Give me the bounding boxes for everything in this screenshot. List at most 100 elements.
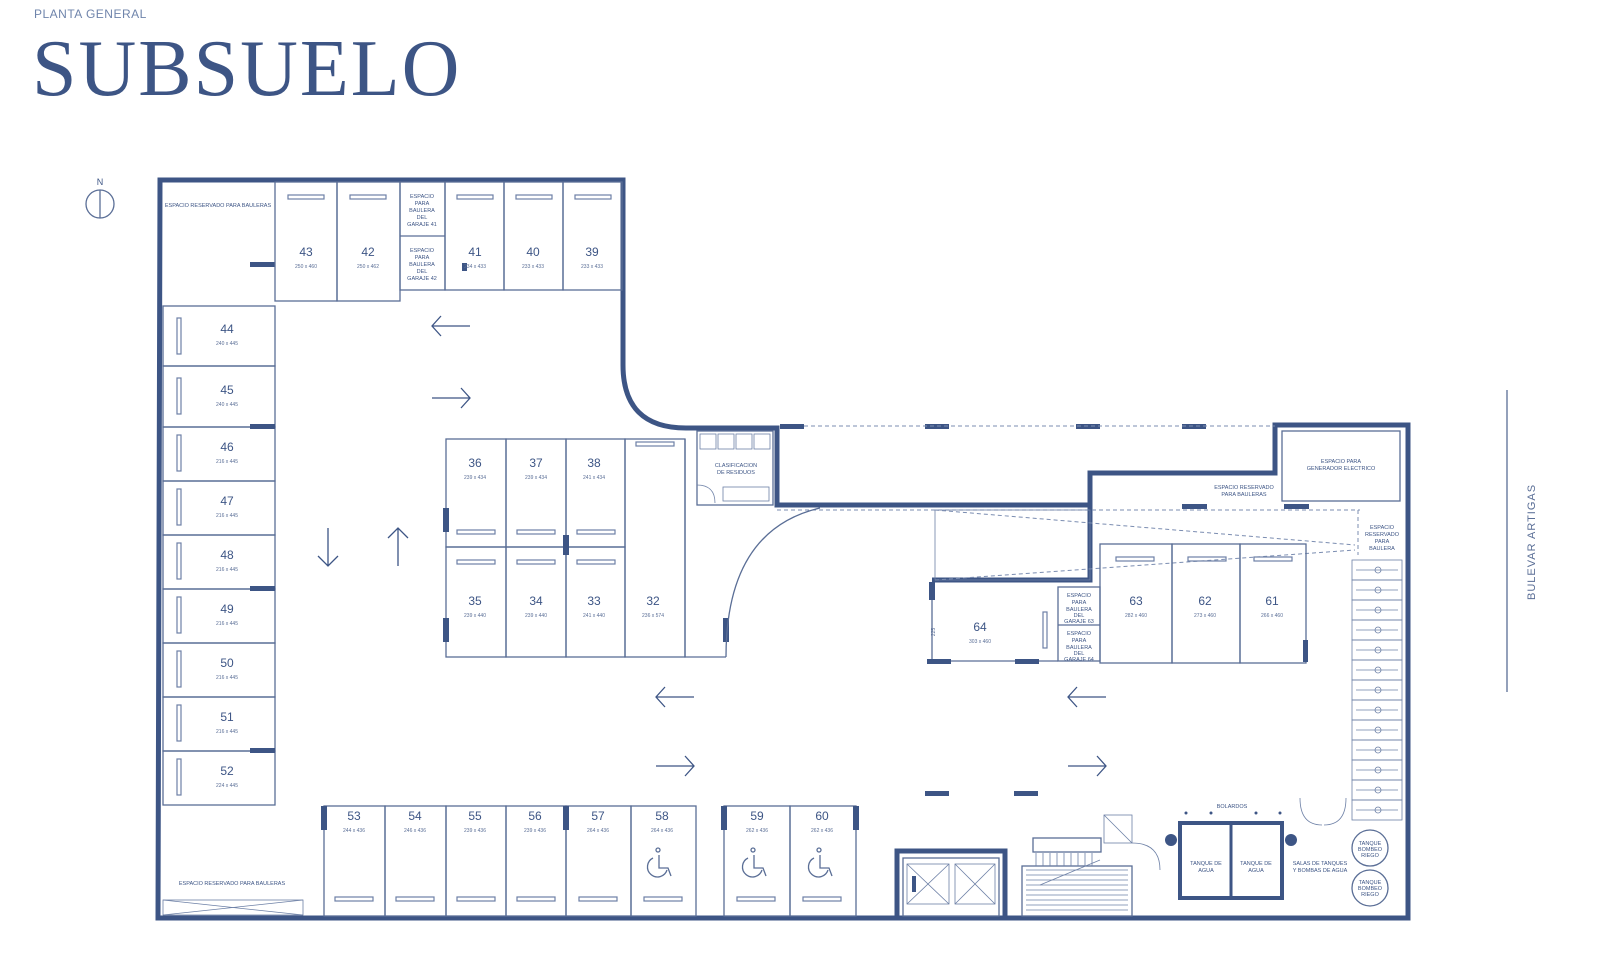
space-number: 60	[815, 809, 829, 823]
space-number: 49	[220, 602, 234, 616]
space-number: 39	[585, 245, 599, 259]
svg-text:BAULERA: BAULERA	[1066, 645, 1092, 651]
space-dimensions: 216 x 445	[216, 513, 238, 519]
east-storage-racks	[1351, 559, 1403, 821]
space-number: 53	[347, 809, 361, 823]
svg-text:CLASIFICACION: CLASIFICACION	[715, 463, 757, 469]
svg-text:DE RESIDUOS: DE RESIDUOS	[717, 470, 755, 476]
svg-text:BAULERA: BAULERA	[409, 208, 435, 214]
svg-text:PARA: PARA	[415, 255, 430, 261]
east-garage-block: 225	[927, 543, 1308, 664]
space-number: 41	[468, 245, 482, 259]
svg-text:ESPACIO: ESPACIO	[1067, 593, 1092, 599]
arrow-left-icon	[431, 315, 470, 337]
space-dimensions: 216 x 445	[216, 459, 238, 465]
svg-text:BOMBEO: BOMBEO	[1358, 886, 1383, 892]
space-number: 61	[1265, 594, 1279, 608]
space-dimensions: 250 x 460	[295, 264, 317, 270]
space-dimensions: 273 x 460	[1194, 613, 1216, 619]
space-dimensions: 216 x 445	[216, 729, 238, 735]
space-dimensions: 246 x 436	[404, 828, 426, 834]
svg-text:Y BOMBAS DE AGUA: Y BOMBAS DE AGUA	[1293, 868, 1348, 874]
space-dimensions: 233 x 433	[522, 264, 544, 270]
svg-text:RIEGO: RIEGO	[1361, 892, 1379, 898]
space-number: 57	[591, 809, 605, 823]
space-dimensions: 264 x 436	[651, 828, 673, 834]
space-number: 47	[220, 494, 234, 508]
arrow-right-icon	[656, 755, 695, 777]
space-dimensions: 282 x 460	[1125, 613, 1147, 619]
storage-sw-label: ESPACIO RESERVADO PARA BAULERAS	[179, 881, 286, 887]
space-number: 54	[408, 809, 422, 823]
space-number: 43	[299, 245, 313, 259]
space-number: 62	[1198, 594, 1212, 608]
space-number: 59	[750, 809, 764, 823]
svg-text:ESPACIO: ESPACIO	[410, 194, 435, 200]
space-number: 40	[526, 245, 540, 259]
svg-text:ESPACIO: ESPACIO	[410, 248, 435, 254]
space-dimensions: 216 x 445	[216, 621, 238, 627]
svg-text:BAULERA: BAULERA	[1369, 546, 1395, 552]
space-number: 46	[220, 440, 234, 454]
svg-text:TANQUE: TANQUE	[1359, 880, 1382, 886]
space-dimensions: 239 x 436	[464, 828, 486, 834]
svg-text:DEL: DEL	[1074, 651, 1085, 657]
svg-text:N: N	[97, 177, 104, 187]
svg-text:DEL: DEL	[417, 215, 428, 221]
svg-text:GARAJE 63: GARAJE 63	[1064, 619, 1094, 625]
svg-text:PARA BAULERAS: PARA BAULERAS	[1221, 492, 1266, 498]
svg-text:AGUA: AGUA	[1248, 868, 1264, 874]
arrow-down-icon	[317, 528, 339, 567]
space-dimensions: 239 x 434	[525, 475, 547, 481]
space-number: 34	[529, 594, 543, 608]
space-dimensions: 303 x 460	[969, 639, 991, 645]
stair-wall	[894, 848, 1008, 918]
stairs	[1021, 814, 1161, 917]
svg-text:BAULERA: BAULERA	[1066, 607, 1092, 613]
waste-room: CLASIFICACION DE RESIDUOS	[696, 430, 774, 506]
svg-text:ESPACIO: ESPACIO	[1370, 525, 1395, 531]
space-dimensions: 240 x 445	[216, 402, 238, 408]
space-dimensions: 216 x 445	[216, 567, 238, 573]
space-dimensions: 224 x 445	[216, 783, 238, 789]
space-dimensions: 262 x 436	[746, 828, 768, 834]
space-dimensions: 240 x 445	[216, 341, 238, 347]
space-number: 51	[220, 710, 234, 724]
svg-text:ESPACIO PARA: ESPACIO PARA	[1321, 459, 1361, 465]
street-label: BULEVAR ARTIGAS	[1526, 484, 1538, 600]
svg-text:GARAJE 64: GARAJE 64	[1064, 657, 1094, 663]
svg-text:ESPACIO: ESPACIO	[1067, 631, 1092, 637]
svg-text:BOMBEO: BOMBEO	[1358, 847, 1383, 853]
south-garage-row	[321, 791, 1038, 917]
elevator-block	[902, 857, 1000, 917]
space-dimensions: 236 x 574	[642, 613, 664, 619]
arrow-right-icon	[1068, 755, 1107, 777]
svg-text:RIEGO: RIEGO	[1361, 853, 1379, 859]
svg-text:AGUA: AGUA	[1198, 868, 1214, 874]
svg-text:SALAS DE TANQUES: SALAS DE TANQUES	[1293, 861, 1348, 867]
plan-title: SUBSUELO	[32, 25, 462, 113]
traffic-arrows	[317, 315, 1107, 777]
space-dimensions: 234 x 433	[464, 264, 486, 270]
space-dimensions: 266 x 460	[1261, 613, 1283, 619]
space-number: 33	[587, 594, 601, 608]
arrow-right-icon	[432, 387, 471, 409]
space-number: 50	[220, 656, 234, 670]
space-number: 37	[529, 456, 543, 470]
accessibility-icon	[807, 847, 833, 878]
space-dimensions: 241 x 440	[583, 613, 605, 619]
north-compass-icon: N	[85, 177, 115, 219]
svg-text:TANQUE: TANQUE	[1359, 841, 1382, 847]
space-number: 63	[1129, 594, 1143, 608]
space-dimensions: 239 x 440	[464, 613, 486, 619]
svg-text:DEL: DEL	[1074, 613, 1085, 619]
space-number: 64	[973, 620, 987, 634]
space-number: 36	[468, 456, 482, 470]
space-number: 56	[528, 809, 542, 823]
svg-text:GENERADOR ELECTRICO: GENERADOR ELECTRICO	[1307, 466, 1376, 472]
inner-wall-storage	[932, 473, 1093, 583]
